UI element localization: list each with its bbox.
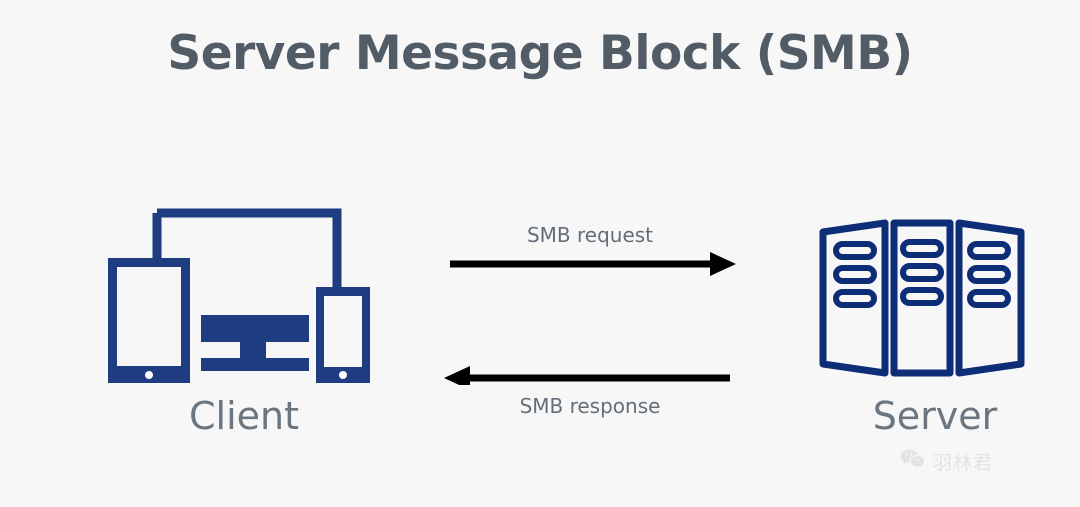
device-connector-bracket	[152, 208, 342, 305]
smartphone-device	[316, 287, 370, 383]
smb-response-label: SMB response	[519, 394, 661, 418]
server-rack-center	[890, 219, 954, 377]
smb-request-arrow	[450, 252, 736, 276]
flow-arrows	[440, 245, 740, 390]
server-slots-left	[833, 241, 877, 308]
client-icon	[100, 205, 390, 400]
page-title: Server Message Block (SMB)	[167, 26, 913, 81]
server-icon	[818, 218, 1026, 383]
watermark-text: 羽林君	[933, 452, 994, 474]
server-label: Server	[872, 394, 998, 438]
server-rack-right	[955, 219, 1025, 377]
desktop-monitor-device	[201, 315, 309, 371]
server-slots-right	[967, 241, 1011, 308]
tablet-device	[108, 258, 190, 383]
smb-request-label: SMB request	[526, 223, 654, 247]
client-label: Client	[188, 394, 299, 438]
server-slots-center	[900, 239, 944, 306]
wechat-icon	[900, 448, 926, 475]
watermark: 羽林君	[900, 448, 993, 475]
smb-response-arrow	[444, 366, 730, 390]
server-rack-left	[819, 219, 889, 377]
